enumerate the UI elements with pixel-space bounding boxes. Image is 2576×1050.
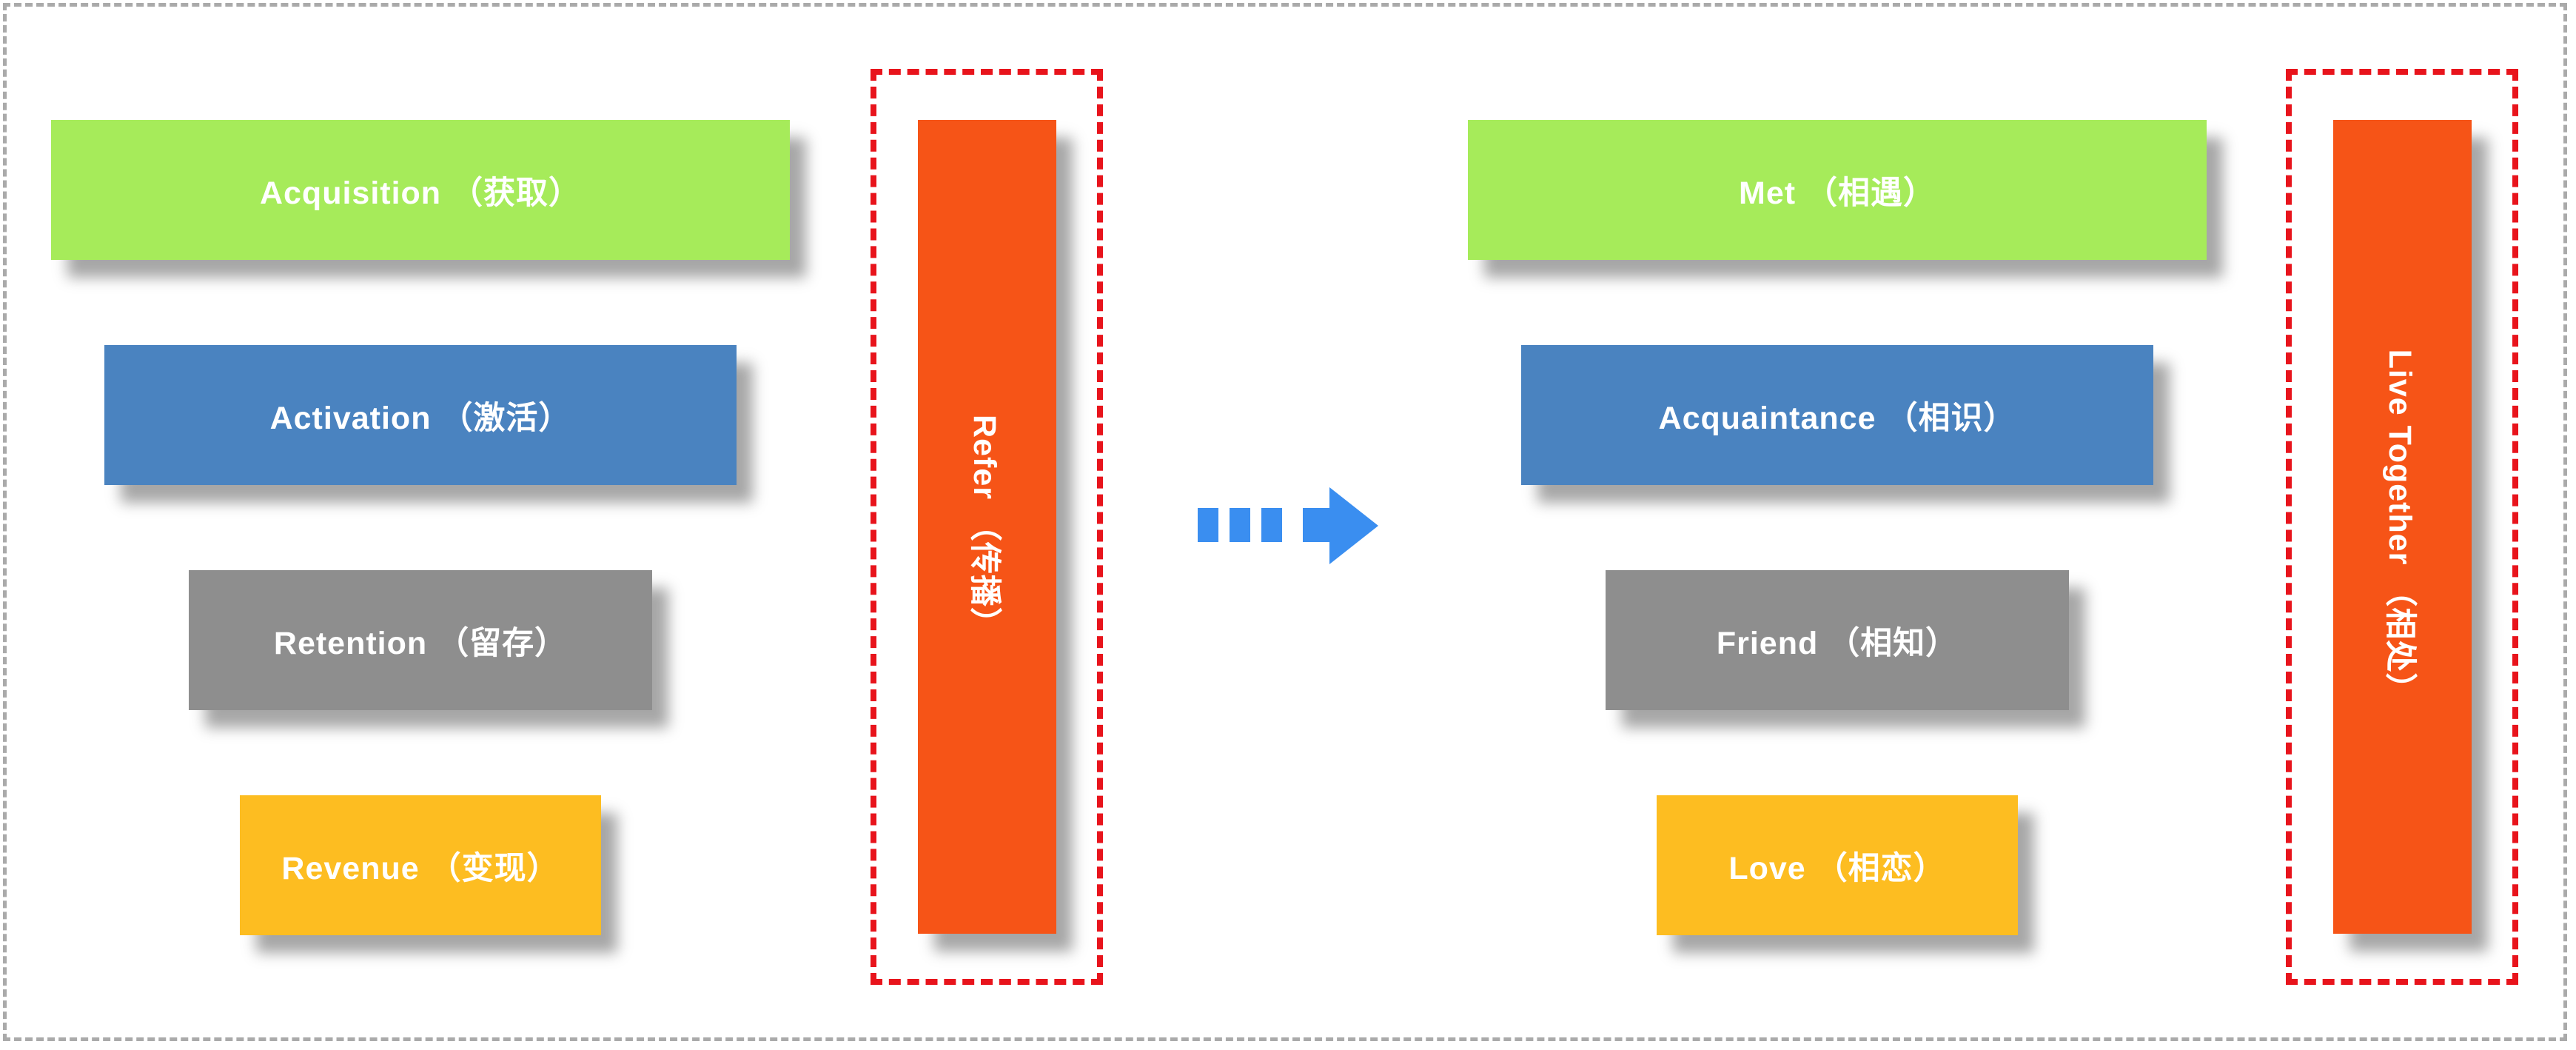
live-together-highlight-box [2286, 69, 2518, 985]
love-bar: Love （相恋） [1657, 795, 2018, 935]
acquisition-label: Acquisition （获取） [259, 175, 582, 211]
retention-bar: Retention （留存） [189, 570, 652, 710]
refer-highlight-box [871, 69, 1103, 985]
love-label: Love （相恋） [1728, 850, 1946, 886]
activation-bar: Activation （激活） [104, 345, 737, 485]
acquaintance-label: Acquaintance （相识） [1658, 400, 2016, 436]
met-label: Met （相遇） [1739, 175, 1936, 211]
refer-label: Refer （传播） [966, 414, 1002, 640]
activation-label: Activation （激活） [269, 400, 571, 436]
live-together-bar: Live Together （相处） [2333, 120, 2472, 934]
friend-label: Friend （相知） [1716, 625, 1959, 661]
met-bar: Met （相遇） [1468, 120, 2207, 260]
dashed-right-arrow-icon [1198, 487, 1378, 564]
retention-label: Retention （留存） [273, 625, 568, 661]
acquaintance-bar: Acquaintance （相识） [1521, 345, 2153, 485]
revenue-bar: Revenue （变现） [240, 795, 601, 935]
live-together-label: Live Together （相处） [2381, 349, 2418, 705]
diagram-frame [3, 3, 2567, 1041]
friend-bar: Friend （相知） [1606, 570, 2069, 710]
acquisition-bar: Acquisition （获取） [51, 120, 790, 260]
refer-bar: Refer （传播） [918, 120, 1056, 934]
revenue-label: Revenue （变现） [281, 850, 560, 886]
